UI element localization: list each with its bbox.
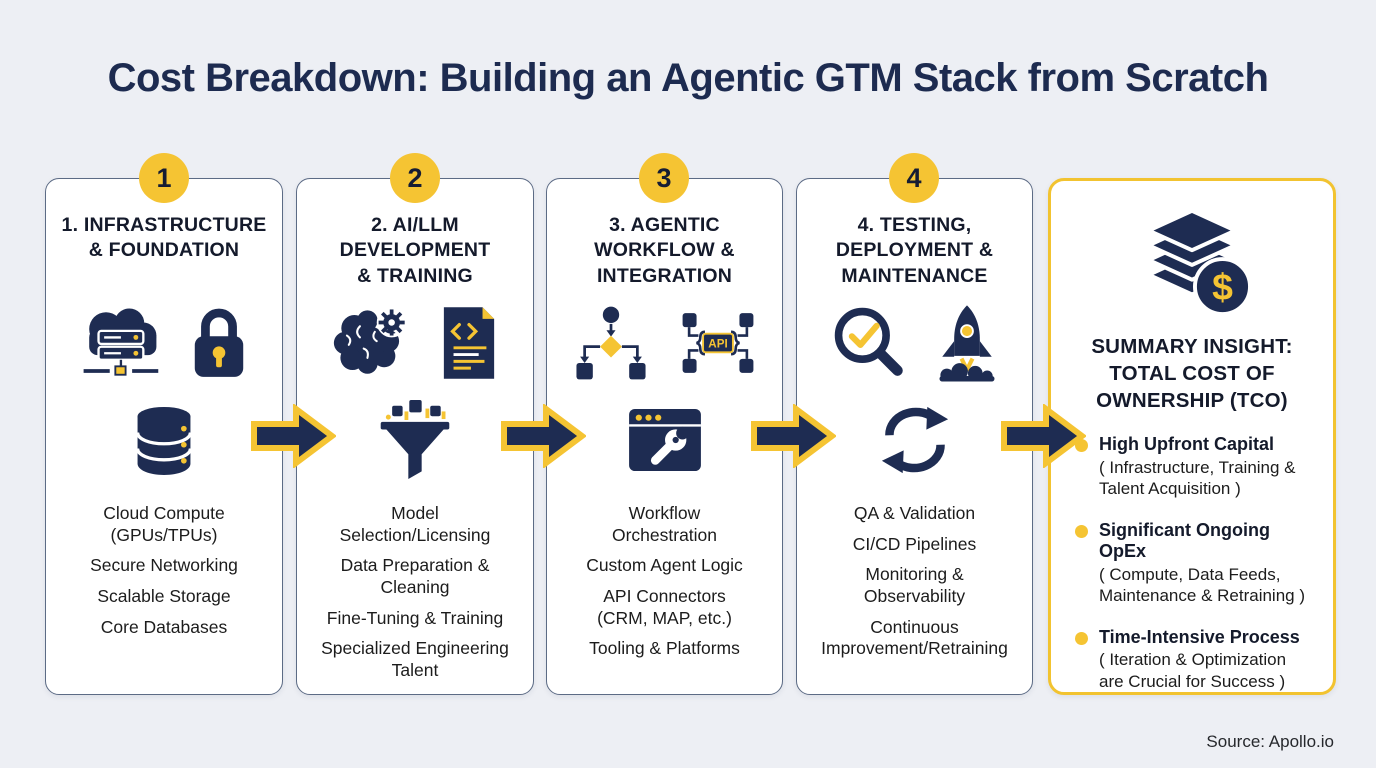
icon-bottom xyxy=(375,393,455,491)
stage-item-list: Cloud Compute (GPUs/TPUs) Secure Network… xyxy=(90,503,238,638)
stage-item: Scalable Storage xyxy=(97,586,231,607)
data-funnel-icon xyxy=(375,398,455,487)
stage-badge-1: 1 xyxy=(139,153,189,203)
arrow-right-icon xyxy=(750,403,837,473)
stage-item: Secure Networking xyxy=(90,555,238,576)
summary-bullet-list: High Upfront Capital ( Infrastructure, T… xyxy=(1075,434,1315,692)
api-label: API xyxy=(708,337,727,350)
stage-badge-4: 4 xyxy=(889,153,939,203)
bullet-item: Significant Ongoing OpEx ( Compute, Data… xyxy=(1075,520,1315,607)
summary-title: SUMMARY INSIGHT: TOTAL COST OF OWNERSHIP… xyxy=(1091,335,1293,413)
stage-title: 3. AGENTIC WORKFLOW & INTEGRATION xyxy=(594,214,735,287)
bullet-item: Time-Intensive Process ( Iteration & Opt… xyxy=(1075,627,1315,692)
dollar-glyph: $ xyxy=(1212,265,1233,307)
magnifier-check-icon xyxy=(830,304,908,387)
summary-card: $ SUMMARY INSIGHT: TOTAL COST OF OWNERSH… xyxy=(1048,178,1336,695)
bullet-detail: ( Infrastructure, Training & Talent Acqu… xyxy=(1099,457,1296,499)
stage-item: CI/CD Pipelines xyxy=(852,533,977,554)
flowchart-icon xyxy=(571,305,651,386)
stage-item: QA & Validation xyxy=(853,503,976,523)
stage-item: Monitoring & Observability xyxy=(863,564,966,607)
api-connector-icon: API xyxy=(677,307,759,384)
bullet-dot-icon xyxy=(1075,631,1088,645)
icon-row: API xyxy=(571,299,759,391)
page-title: Cost Breakdown: Building an Agentic GTM … xyxy=(107,56,1269,100)
icon-bottom xyxy=(627,393,703,491)
source-credit: Source: Apollo.io xyxy=(1206,732,1334,751)
stage-item: API Connectors (CRM, MAP, etc.) xyxy=(597,586,732,628)
stage-item: Custom Agent Logic xyxy=(586,555,743,576)
stage-item: Workflow Orchestration xyxy=(611,503,718,545)
icon-bottom xyxy=(878,393,952,491)
stage-title: 2. AI/LLM DEVELOPMENT & TRAINING xyxy=(339,214,491,287)
arrow-right-icon xyxy=(500,403,587,473)
stage-item: Model Selection/Licensing xyxy=(339,503,491,545)
icon-bottom xyxy=(130,393,198,491)
stage-badge-3: 3 xyxy=(639,153,689,203)
stage-item: Specialized Engineering Talent xyxy=(321,638,509,681)
bullet-heading: Time-Intensive Process xyxy=(1099,626,1300,647)
cloud-server-icon xyxy=(78,303,162,388)
rocket-icon xyxy=(934,301,1000,390)
stage-item: Fine-Tuning & Training xyxy=(326,607,504,628)
arrow-right-icon xyxy=(250,403,337,473)
stage-card-infrastructure: 1. INFRASTRUCTURE & FOUNDATION xyxy=(45,178,283,695)
stage-item: Continuous Improvement/Retraining xyxy=(821,616,1008,659)
stage-title: 1. INFRASTRUCTURE & FOUNDATION xyxy=(61,214,267,262)
icon-row xyxy=(78,299,250,391)
bullet-detail: ( Compute, Data Feeds, Maintenance & Ret… xyxy=(1099,564,1306,606)
stage-item: Core Databases xyxy=(100,616,228,637)
stage-item: Data Preparation & Cleaning xyxy=(340,555,490,598)
padlock-icon xyxy=(188,303,250,388)
bullet-heading: Significant Ongoing OpEx xyxy=(1099,519,1270,562)
stage-item: Tooling & Platforms xyxy=(589,638,740,659)
stage-item-list: Workflow Orchestration Custom Agent Logi… xyxy=(586,503,743,660)
icon-row xyxy=(332,299,498,391)
icon-row xyxy=(830,299,1000,391)
stage-item-list: QA & Validation CI/CD Pipelines Monitori… xyxy=(821,503,1008,660)
stage-title: 4. TESTING, DEPLOYMENT & MAINTENANCE xyxy=(835,214,994,287)
refresh-arrows-icon xyxy=(878,405,952,480)
brain-gear-icon xyxy=(332,304,414,387)
browser-wrench-icon xyxy=(627,407,703,478)
code-document-icon xyxy=(440,305,498,386)
stage-card-agentic-workflow: 3. AGENTIC WORKFLOW & INTEGRATION xyxy=(546,178,783,695)
stage-item-list: Model Selection/Licensing Data Preparati… xyxy=(321,503,509,682)
stage-badge-2: 2 xyxy=(390,153,440,203)
bullet-dot-icon xyxy=(1075,524,1088,538)
bullet-heading: High Upfront Capital xyxy=(1099,434,1274,455)
database-icon xyxy=(130,400,198,485)
bullet-detail: ( Iteration & Optimization are Crucial f… xyxy=(1099,650,1287,691)
bullet-item: High Upfront Capital ( Infrastructure, T… xyxy=(1075,434,1315,499)
arrow-right-icon xyxy=(1000,403,1087,473)
cost-stack-dollar-icon: $ xyxy=(1131,203,1253,321)
stage-item: Cloud Compute (GPUs/TPUs) xyxy=(103,503,225,545)
